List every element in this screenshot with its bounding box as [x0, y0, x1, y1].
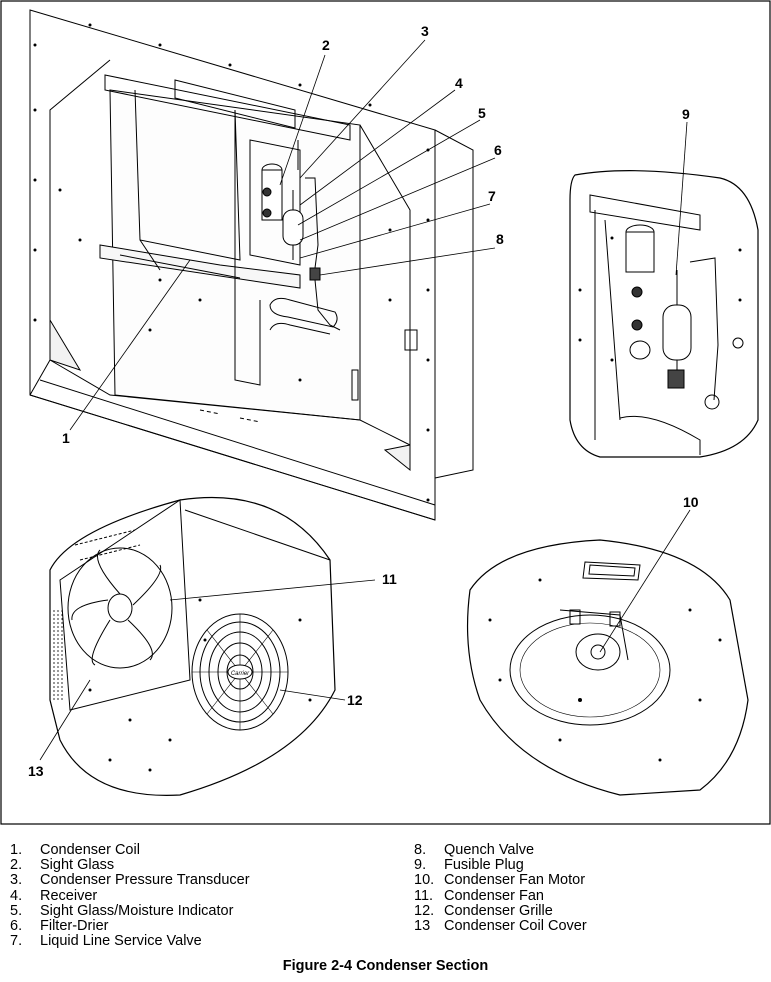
callout-numbers: 1 2 3 4 5 6 7 8 9 10 11 12 13 — [28, 23, 699, 779]
callout-2: 2 — [322, 37, 330, 53]
legend-number: 2. — [10, 857, 23, 874]
legend-number: 5. — [10, 902, 23, 919]
callout-11: 11 — [382, 571, 397, 587]
legend-number: 9. — [414, 857, 427, 874]
legend-label: Sight Glass/Moisture Indicator — [40, 902, 234, 919]
legend-label: Quench Valve — [444, 842, 535, 858]
callout-9: 9 — [682, 106, 690, 122]
legend-item: 10. Condenser Fan Motor — [414, 873, 587, 888]
condenser-unit-drawing — [29, 9, 474, 521]
svg-text:Carrier: Carrier — [231, 671, 250, 677]
fan-grille-drawing: Carrier — [49, 496, 336, 796]
legend-number: 12. — [414, 902, 435, 919]
legend-number: 1. — [10, 842, 23, 858]
legend-label: Liquid Line Service Valve — [40, 933, 202, 950]
legend-item: 12. Condenser Grille — [414, 902, 587, 919]
callout-8: 8 — [496, 231, 504, 247]
legend-right-column: 8. Quench Valve 9. Fusible Plug 10. Condens… — [414, 842, 587, 935]
legend-item: 2. Sight Glass — [10, 858, 250, 873]
callout-12: 12 — [347, 692, 363, 708]
legend-label: Sight Glass — [40, 857, 115, 874]
legend-item: 6. Filter-Drier — [10, 918, 250, 935]
callout-13: 13 — [28, 763, 44, 779]
legend-number: 7. — [10, 933, 23, 950]
figure-caption: Figure 2-4 Condenser Section — [282, 958, 489, 974]
legend-number: 6. — [10, 918, 23, 935]
callout-5: 5 — [478, 105, 486, 121]
legend-number: 10. — [414, 872, 435, 889]
legend-label: Condenser Pressure Transducer — [40, 872, 250, 889]
legend-label: Receiver — [40, 887, 98, 904]
callout-7: 7 — [488, 188, 496, 204]
legend-label: Condenser Coil — [40, 842, 140, 858]
legend-number: 11. — [414, 887, 434, 904]
fan-motor-drawing — [466, 539, 749, 796]
legend-item: 8. Quench Valve — [414, 842, 587, 858]
legend-left-column: 1. Condenser Coil 2. Sight Glass 3. Condens… — [10, 842, 250, 949]
legend-item: 9. Fusible Plug — [414, 858, 587, 873]
legend-label: Filter-Drier — [40, 918, 109, 935]
callout-3: 3 — [421, 23, 429, 39]
callout-1: 1 — [62, 430, 70, 446]
condenser-section-figure: Carrier — [0, 0, 771, 825]
legend-item: 1. Condenser Coil — [10, 842, 250, 858]
legend-item: 4. Receiver — [10, 887, 250, 904]
leader-lines — [39, 39, 691, 761]
legend-label: Fusible Plug — [444, 857, 524, 874]
legend-item: 13 Condenser Coil Cover — [414, 918, 587, 935]
callout-10: 10 — [683, 494, 699, 510]
legend-label: Condenser Fan — [444, 887, 544, 904]
legend-number: 3. — [10, 872, 23, 889]
callout-6: 6 — [494, 142, 502, 158]
legend-number: 13 — [414, 918, 431, 935]
legend-number: 8. — [414, 842, 427, 858]
legend-item: 11. Condenser Fan — [414, 887, 587, 904]
legend-item: 5. Sight Glass/Moisture Indicator — [10, 902, 250, 919]
legend-item: 7. Liquid Line Service Valve — [10, 934, 250, 949]
valve-detail-inset — [569, 170, 759, 458]
legend-label: Condenser Coil Cover — [444, 918, 587, 935]
callout-4: 4 — [455, 75, 463, 91]
legend-number: 4. — [10, 887, 23, 904]
legend-label: Condenser Grille — [444, 902, 553, 919]
legend-item: 3. Condenser Pressure Transducer — [10, 873, 250, 888]
legend-label: Condenser Fan Motor — [444, 872, 586, 889]
